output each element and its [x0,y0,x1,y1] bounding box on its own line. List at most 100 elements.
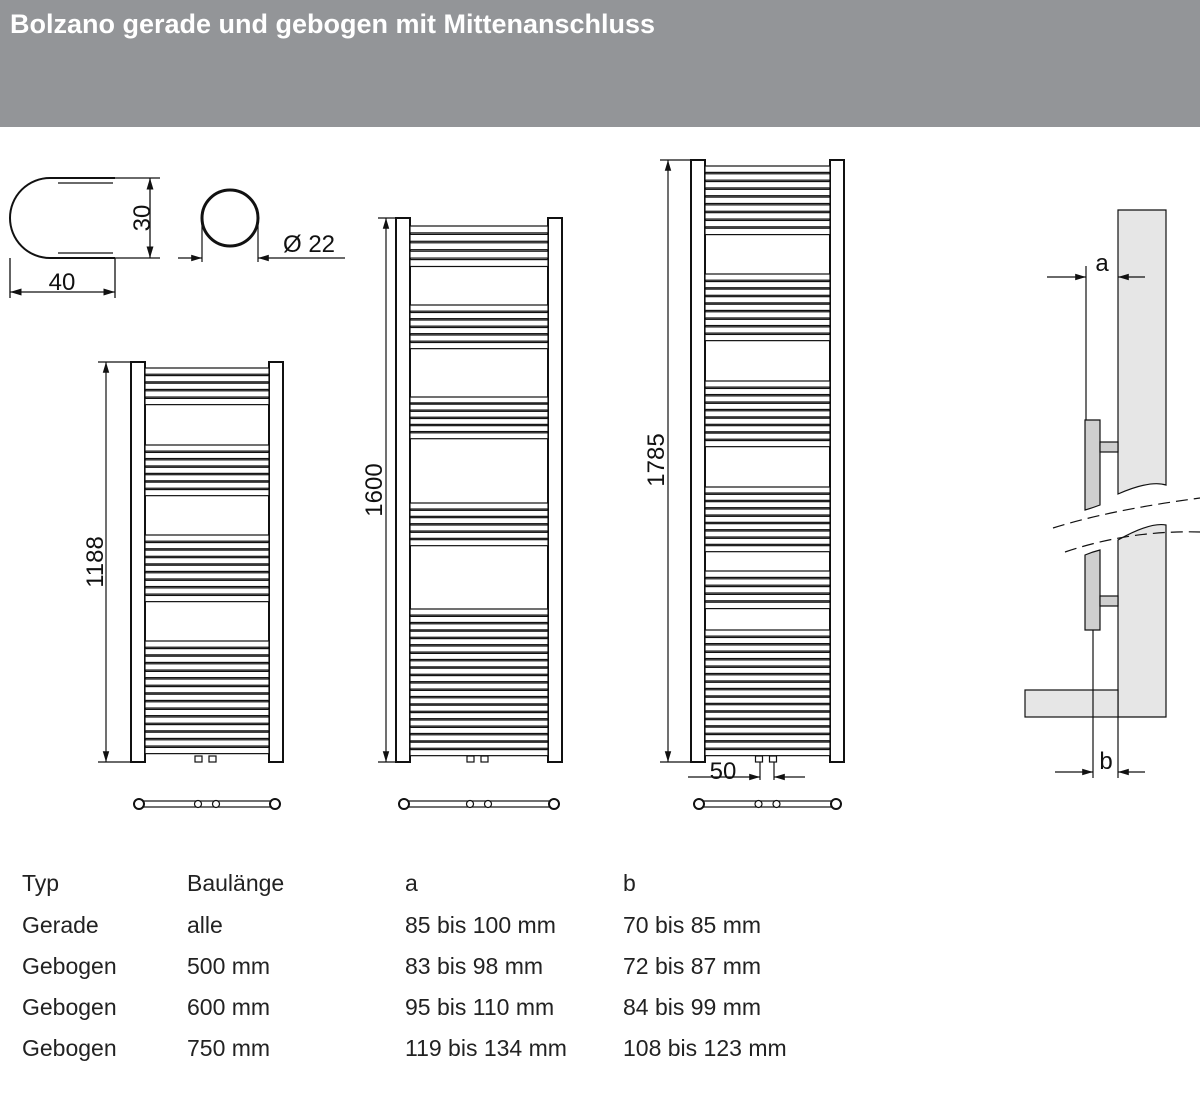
radiator-bar [704,681,831,690]
radiator-2-height-label: 1600 [361,463,388,516]
radiator-bar [704,432,831,440]
connection-dimension [688,762,805,781]
radiator-2-drawing [378,217,563,810]
radiator-bar [704,636,831,645]
radiator-bar [409,304,549,312]
table-cell: 85 bis 100 mm [405,912,556,938]
radiator-bar [704,188,831,197]
radiator-bar [144,534,270,542]
radiator-bar [704,523,831,531]
radiator-bar [704,644,831,652]
radiator-bar [704,711,831,719]
radiator-bar [409,748,549,757]
radiator-3-height-label: 1785 [643,433,670,486]
radiator-bar [409,660,549,668]
header-b: b [623,870,636,896]
radiator-bar [409,741,549,749]
round-tube-drawing [178,188,345,262]
radiator-bar [144,481,270,489]
radiator-bar [704,585,831,594]
radiator-bar [144,640,270,648]
radiator-bar [409,225,549,234]
table-cell: 750 mm [187,1035,271,1061]
radiator-bar [409,242,549,251]
radiator-bar [409,539,549,547]
radiator-bar [704,288,831,296]
radiator-bar [704,333,831,342]
radiator-bar [704,303,831,312]
radiator-bar [144,670,270,679]
table-cell: 83 bis 98 mm [405,953,544,979]
radiator-bar [704,318,831,327]
radiator-bar [409,326,549,335]
table-cell: 600 mm [187,994,271,1020]
radiator-bar [704,204,831,212]
radiator-bar [409,652,549,661]
radiator-bar [704,387,831,396]
radiator-bar [704,380,831,388]
table-cell: Gerade [22,912,99,938]
radiator-bar [409,608,549,616]
radiator-bar [704,425,831,433]
dimension-a-label: a [1095,250,1109,277]
radiator-bar [144,746,270,755]
radiator-bar [704,173,831,181]
radiator-bar [409,502,549,510]
radiator-bar [704,493,831,501]
radiator-bar [144,382,270,391]
radiator-bar [409,726,549,735]
radiator-bar [409,319,549,327]
radiator-bar [704,545,831,553]
radiator-bar [409,623,549,631]
radiator-bar [704,326,831,334]
radiator-bar [409,630,549,638]
radiator-bar [704,629,831,637]
radiator-bar [409,711,549,720]
radiator-bar [144,655,270,664]
radiator-bar [704,578,831,586]
radiator-bar [409,531,549,539]
radiator-bar [144,451,270,460]
radiator-bar [144,587,270,595]
radiator-bar [144,466,270,474]
radiator-bar [144,716,270,724]
diameter-label: Ø 22 [283,231,335,258]
radiator-bar [704,417,831,425]
radiator-bar [704,395,831,403]
radiator-bar [704,593,831,602]
radiator-bar [144,474,270,482]
table-cell: 108 bis 123 mm [623,1035,787,1061]
table-cell: Gebogen [22,994,117,1020]
radiator-bar [409,233,549,242]
radiator-bar [409,645,549,653]
radiator-bar [704,748,831,757]
table-cell: Gebogen [22,953,117,979]
radiator-bar [409,704,549,712]
radiator-bar [144,685,270,694]
table-cell: alle [187,912,223,938]
side-view-drawing [1024,209,1200,778]
radiator-bar [704,515,831,523]
radiator-bar [704,410,831,418]
radiator-bar [704,273,831,281]
radiator-bar [409,689,549,698]
radiator-bar [704,689,831,697]
radiator-bar [409,396,549,404]
radiator-bar [409,615,549,624]
radiator-bar [409,341,549,350]
radiator-bar [704,439,831,448]
radiator-bar [704,659,831,667]
radiator-bar [144,708,270,717]
radiator-bar [409,425,549,433]
dimension-b-label: b [1099,748,1112,775]
radiator-bar [144,375,270,383]
radiator-bar [144,731,270,740]
table-cell: 70 bis 85 mm [623,912,762,938]
radiator-bar [144,549,270,557]
radiator-bar [409,674,549,683]
radiator-bar [704,212,831,220]
header-bar: Bolzano gerade und gebogen mit Mittenans… [0,0,1200,127]
radiator-bar [409,432,549,440]
radiator-bar [704,570,831,578]
